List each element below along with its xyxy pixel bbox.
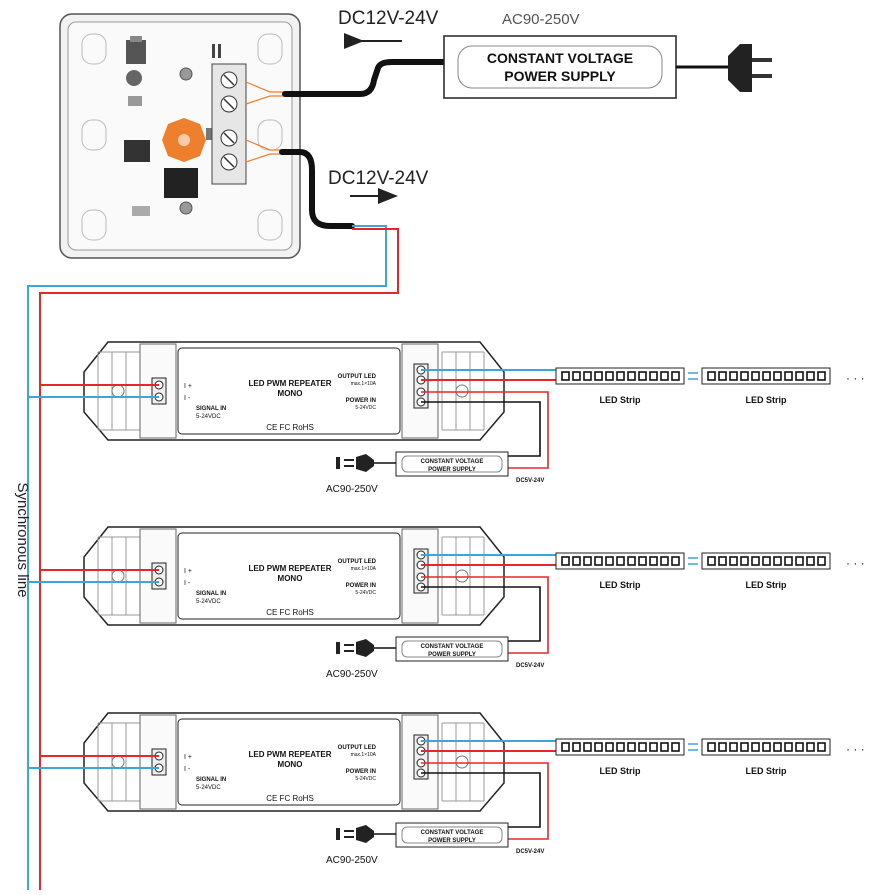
small-psu-line1: CONSTANT VOLTAGE [421, 830, 484, 836]
led-strip-2 [701, 552, 831, 570]
output-led-label: OUTPUT LED [338, 745, 377, 751]
power-red-wire [421, 762, 549, 840]
small-power-supply [395, 636, 509, 662]
power-black-wire [421, 401, 541, 457]
input-voltage-label: DC12V-24V [338, 8, 439, 29]
repeater-mode: MONO [278, 574, 303, 583]
led-strip-2 [701, 367, 831, 385]
pwm-repeater-3: I + I - SIGNAL IN 5-24VDC LED PWM REPEATERMO… [28, 712, 865, 866]
power-volt-label: 5-24VDC [355, 776, 376, 782]
led-strip-label: LED Strip [599, 580, 641, 590]
small-plug-icon [336, 639, 374, 657]
psu-line1: CONSTANT VOLTAGE [487, 50, 633, 66]
led-strip-label: LED Strip [745, 766, 787, 776]
output-spec-label: max.1×10A [351, 381, 377, 387]
small-psu-line1: CONSTANT VOLTAGE [421, 459, 484, 465]
strip-connector-icon [688, 557, 698, 565]
controller-panel [59, 13, 301, 259]
small-psu-line2: POWER SUPPLY [428, 838, 476, 844]
output-led-label: OUTPUT LED [338, 374, 377, 380]
led-strip-1 [555, 367, 685, 385]
repeater-title: LED PWM REPEATER [249, 750, 332, 759]
cert-marks: CE FC RoHS [266, 423, 314, 432]
small-psu-mains-label: AC90-250V [326, 669, 378, 680]
mains-plug-icon [728, 44, 772, 92]
signal-volt-label: 5-24VDC [196, 785, 221, 791]
power-red-wire [421, 391, 549, 469]
continuation-dots: · · · [846, 742, 865, 756]
controller-input-cable [245, 59, 447, 105]
led-strip-1 [555, 552, 685, 570]
power-in-label: POWER IN [346, 398, 376, 404]
output-spec-label: max.1×10A [351, 752, 377, 758]
continuation-dots: · · · [846, 371, 865, 385]
small-psu-mains-label: AC90-250V [326, 855, 378, 866]
small-psu-line1: CONSTANT VOLTAGE [421, 644, 484, 650]
power-in-label: POWER IN [346, 769, 376, 775]
repeater-mode: MONO [278, 760, 303, 769]
mains-voltage-label: AC90-250V [502, 11, 580, 28]
led-strip-label: LED Strip [599, 766, 641, 776]
pwm-repeater-2: I + I - SIGNAL IN 5-24VDC LED PWM REPEATERMO… [28, 526, 865, 680]
sync-line-label: Synchronous line [14, 482, 31, 597]
pin-plus-label: I + [184, 754, 192, 761]
sync-line-wires [27, 225, 399, 890]
strip-connector-icon [688, 743, 698, 751]
controller-output-cable [245, 139, 355, 229]
power-black-wire [421, 586, 541, 642]
power-volt-label: 5-24VDC [355, 405, 376, 411]
small-psu-dc-label: DC5V-24V [516, 478, 544, 484]
small-plug-icon [336, 454, 374, 472]
pin-plus-label: I + [184, 383, 192, 390]
small-psu-line2: POWER SUPPLY [428, 467, 476, 473]
led-strip-label: LED Strip [745, 395, 787, 405]
led-strip-2 [701, 738, 831, 756]
signal-in-label: SIGNAL IN [196, 406, 226, 412]
repeater-title: LED PWM REPEATER [249, 564, 332, 573]
pin-minus-label: I - [184, 580, 191, 587]
led-strip-1 [555, 738, 685, 756]
small-psu-dc-label: DC5V-24V [516, 849, 544, 855]
small-plug-icon [336, 825, 374, 843]
small-psu-line2: POWER SUPPLY [428, 652, 476, 658]
cert-marks: CE FC RoHS [266, 608, 314, 617]
power-in-label: POWER IN [346, 583, 376, 589]
output-voltage-label: DC12V-24V [328, 168, 429, 189]
cert-marks: CE FC RoHS [266, 794, 314, 803]
power-volt-label: 5-24VDC [355, 590, 376, 596]
signal-volt-label: 5-24VDC [196, 414, 221, 420]
small-psu-dc-label: DC5V-24V [516, 663, 544, 669]
signal-in-label: SIGNAL IN [196, 591, 226, 597]
led-strip-label: LED Strip [745, 580, 787, 590]
small-power-supply [395, 451, 509, 477]
small-power-supply [395, 822, 509, 848]
pin-minus-label: I - [184, 395, 191, 402]
dial-knob-icon [162, 118, 206, 162]
small-psu-mains-label: AC90-250V [326, 484, 378, 495]
strip-connector-icon [688, 372, 698, 380]
power-red-wire [421, 576, 549, 654]
power-black-wire [421, 772, 541, 828]
output-led-label: OUTPUT LED [338, 559, 377, 565]
main-power-supply: CONSTANT VOLTAGE POWER SUPPLY [443, 35, 677, 99]
pwm-repeater-1: I + I - SIGNAL IN 5-24VDC LED PWM REPEATERMO… [28, 341, 865, 495]
repeater-mode: MONO [278, 389, 303, 398]
signal-volt-label: 5-24VDC [196, 599, 221, 605]
pin-plus-label: I + [184, 568, 192, 575]
signal-in-label: SIGNAL IN [196, 777, 226, 783]
pin-minus-label: I - [184, 766, 191, 773]
led-strip-label: LED Strip [599, 395, 641, 405]
output-spec-label: max.1×10A [351, 566, 377, 572]
continuation-dots: · · · [846, 556, 865, 570]
repeater-title: LED PWM REPEATER [249, 379, 332, 388]
psu-line2: POWER SUPPLY [504, 68, 616, 84]
